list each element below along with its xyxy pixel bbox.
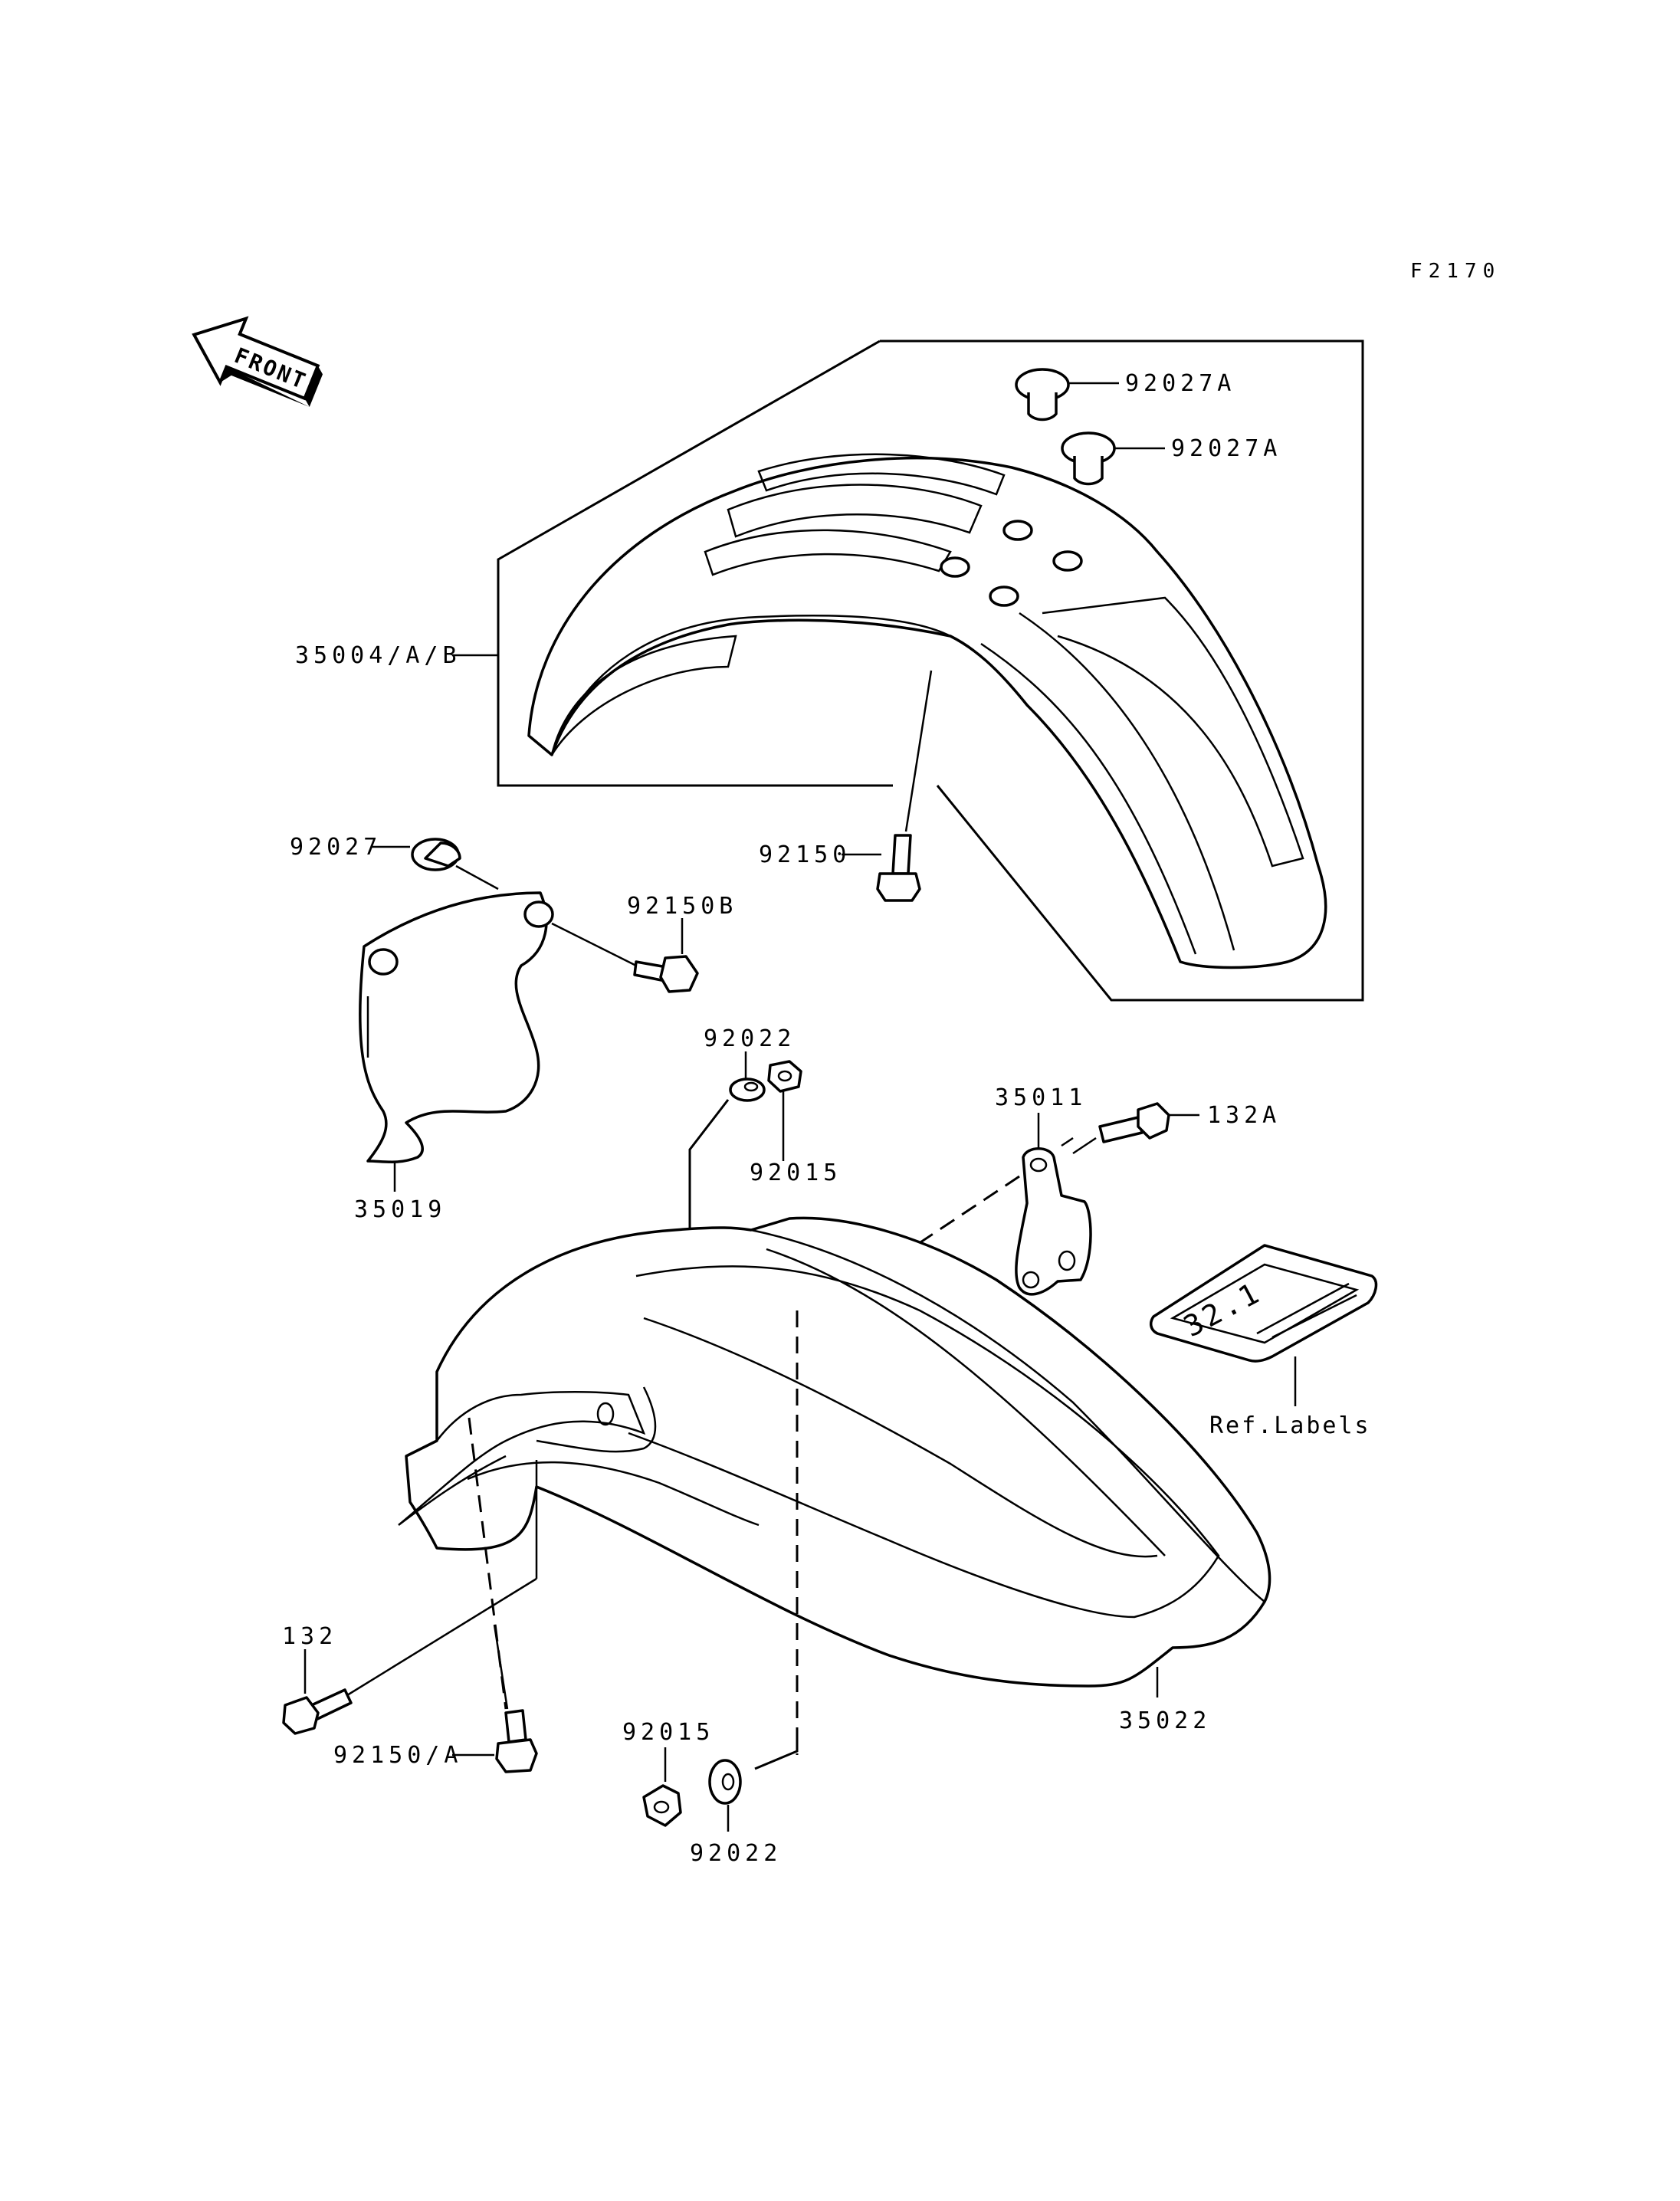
washer-92022-bot [708,1759,742,1805]
nut-92015-bot [642,1784,682,1827]
rear-fender [398,1216,1271,1688]
label-132: 132 [282,1623,337,1650]
label-92022-bot: 92022 [690,1840,782,1867]
label-92027A-1: 92027A [1125,370,1235,397]
washer-92022-top [729,1078,766,1102]
label-92027A-2: 92027A [1171,435,1281,462]
label-132A: 132A [1207,1102,1281,1129]
label-92015-top: 92015 [750,1160,842,1186]
label-92015-bot: 92015 [622,1719,714,1746]
label-92150: 92150 [759,841,851,868]
front-fender [527,453,1327,969]
nut-92015-top [767,1060,802,1093]
label-92022-top: 92022 [704,1025,796,1052]
label-92150A: 92150/A [333,1742,462,1769]
front-arrow-icon: FRONT [192,316,323,408]
label-35022: 35022 [1119,1707,1211,1734]
bolt-132A [1098,1102,1170,1143]
ref-labels: Ref.Labels [1209,1412,1371,1439]
bolt-132 [282,1688,353,1735]
grommet-92027A-2 [1061,431,1116,486]
guard-35019 [359,891,554,1163]
bolt-92150 [876,834,921,902]
label-35011: 35011 [995,1084,1087,1111]
bolt-92150A [495,1709,538,1773]
label-35019: 35019 [354,1196,446,1223]
label-92150B: 92150B [627,893,737,920]
grommet-92027A-1 [1015,368,1070,422]
bracket-35011 [1015,1147,1092,1296]
ref-label-plate: 32.1 [1149,1244,1378,1363]
grommet-92027 [411,838,461,871]
figure-code: F2170 [1410,260,1501,283]
label-92027: 92027 [290,834,382,861]
label-35004: 35004/A/B [295,642,461,669]
front-fender-group-frame [880,339,1364,1002]
bolt-92150B [633,955,699,993]
